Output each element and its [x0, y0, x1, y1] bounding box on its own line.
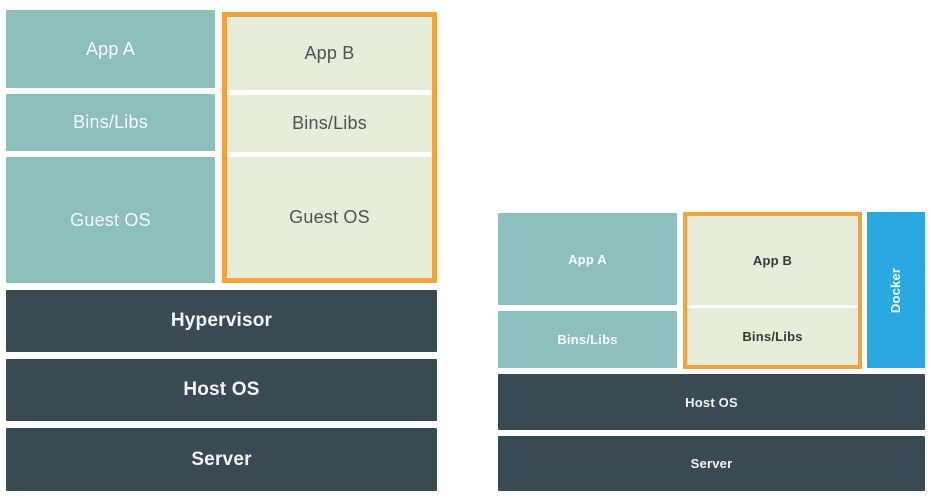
docker-container-b-box: App B Bins/Libs	[683, 212, 862, 369]
vm-b-guestos-label: Guest OS	[289, 207, 370, 227]
docker-binslibs-b-label: Bins/Libs	[742, 329, 803, 344]
docker-engine-strip: Docker	[867, 212, 925, 368]
docker-app-b-label: App B	[752, 253, 793, 268]
vm-b-guestos-block: Guest OS	[227, 157, 432, 278]
docker-app-a-block: App A	[498, 213, 677, 305]
docker-app-b-block: App B	[687, 216, 858, 305]
vm-b-app-label: App B	[304, 43, 355, 63]
vm-b-app-block: App B	[227, 17, 432, 90]
vm-a-binslibs-block: Bins/Libs	[6, 94, 215, 151]
docker-binslibs-a-block: Bins/Libs	[498, 311, 677, 368]
docker-hostos-label: Host OS	[685, 394, 738, 410]
docker-engine-label: Docker	[888, 267, 904, 313]
docker-binslibs-b-block: Bins/Libs	[687, 308, 858, 365]
vm-a-app-block: App A	[6, 10, 215, 88]
vm-server-layer: Server	[6, 428, 437, 491]
vm-b-binslibs-label: Bins/Libs	[292, 113, 367, 133]
vm-a-guestos-label: Guest OS	[70, 209, 151, 230]
hypervisor-layer: Hypervisor	[6, 290, 437, 352]
hypervisor-label: Hypervisor	[170, 310, 273, 331]
vm-b-highlight-box: App B Bins/Libs Guest OS	[222, 12, 437, 283]
docker-server-layer: Server	[498, 436, 925, 491]
docker-hostos-layer: Host OS	[498, 374, 925, 430]
vm-hostos-label: Host OS	[183, 379, 260, 400]
vm-hostos-layer: Host OS	[6, 359, 437, 421]
docker-server-label: Server	[690, 456, 733, 471]
docker-app-a-label: App A	[568, 251, 607, 267]
vm-a-app-label: App A	[85, 38, 136, 59]
vm-server-label: Server	[191, 448, 252, 470]
vm-b-binslibs-block: Bins/Libs	[227, 95, 432, 152]
vm-a-binslibs-label: Bins/Libs	[73, 112, 148, 132]
docker-binslibs-a-label: Bins/Libs	[557, 332, 618, 347]
vm-a-guestos-block: Guest OS	[6, 157, 215, 283]
